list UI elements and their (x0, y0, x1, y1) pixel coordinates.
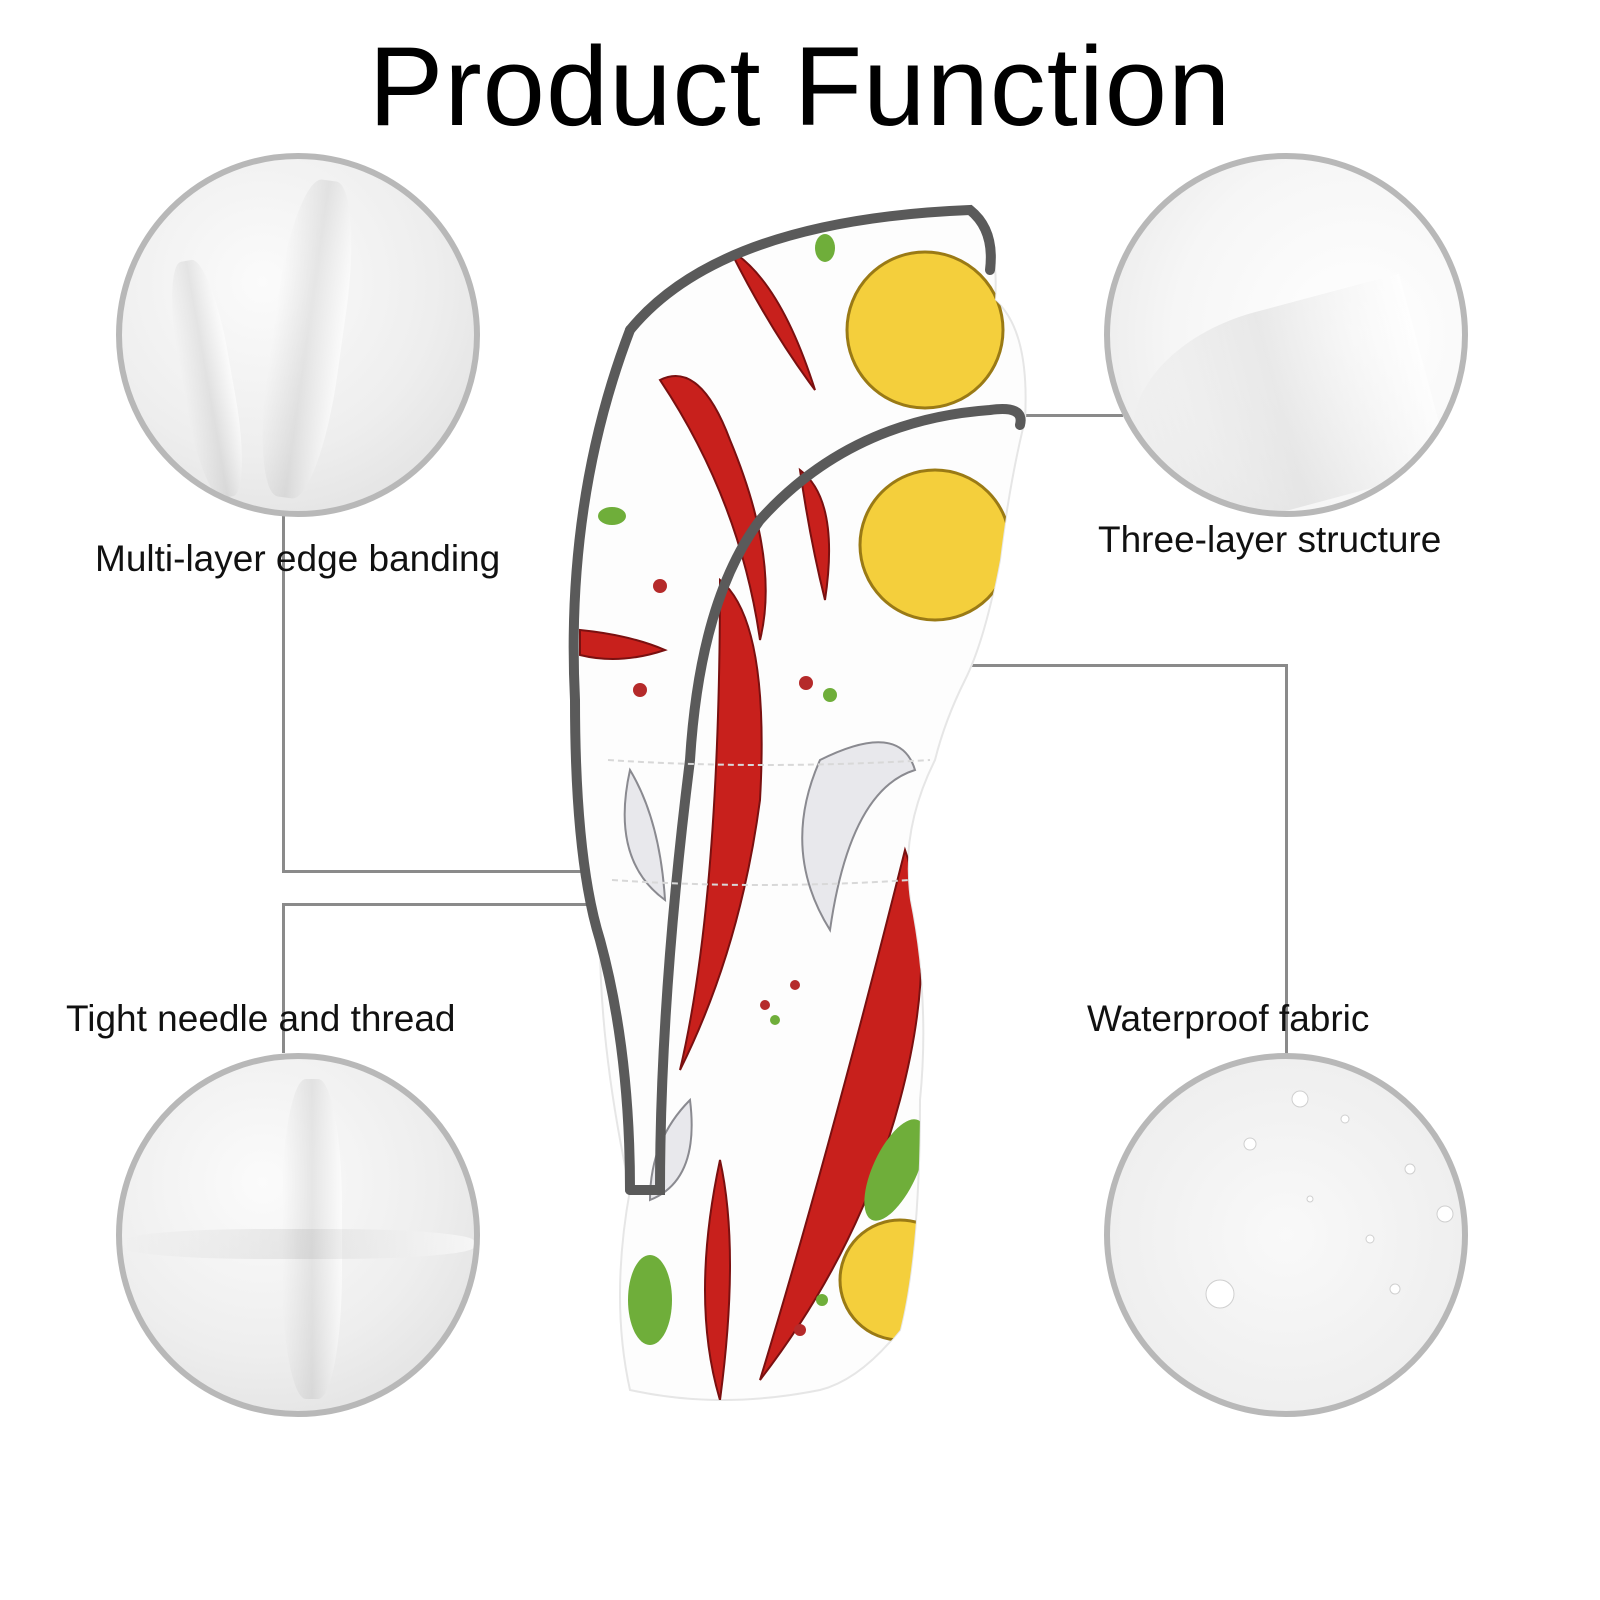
connector-line (1285, 664, 1288, 1056)
connector-line (282, 870, 592, 873)
connector-line (282, 515, 285, 873)
feature-label-needle-thread: Tight needle and thread (66, 998, 456, 1039)
chili-pepper (798, 467, 831, 601)
connector-line (1025, 414, 1123, 417)
basil-leaf (864, 1119, 926, 1221)
water-droplets-icon (1205, 1090, 1454, 1309)
edge-binding-trim (625, 404, 1026, 1195)
seam-stitch (607, 759, 931, 766)
edge-binding-trim (625, 204, 996, 335)
feature-label-edge-banding: Multi-layer edge banding (95, 538, 501, 579)
connector-line (282, 903, 592, 906)
needle-thread-detail-image (116, 1053, 480, 1417)
chili-pepper (579, 628, 668, 660)
chili-pepper (679, 577, 763, 1071)
garlic-clove (801, 741, 917, 933)
three-layer-detail-image (1104, 153, 1468, 517)
edge-banding-detail-image (116, 153, 480, 517)
page-title: Product Function (368, 24, 1232, 149)
feature-label-waterproof: Waterproof fabric (1087, 998, 1370, 1039)
feature-label-three-layer: Three-layer structure (1098, 519, 1442, 560)
chili-pepper (658, 375, 767, 641)
waterproof-detail-image (1104, 1053, 1468, 1417)
chili-pepper (727, 247, 816, 391)
connector-line (968, 664, 1288, 667)
lemon-slice (845, 250, 1005, 410)
basil-leaf (628, 1255, 672, 1345)
connector-line (282, 903, 285, 1053)
edge-binding-trim (568, 325, 635, 1195)
lemon-slice (858, 468, 1012, 622)
basil-leaf (598, 507, 626, 525)
lemon-slice (838, 1218, 962, 1342)
garlic-clove (623, 767, 667, 903)
chili-pepper (704, 1159, 731, 1400)
chili-pepper (759, 846, 923, 1381)
basil-leaf (815, 234, 835, 262)
